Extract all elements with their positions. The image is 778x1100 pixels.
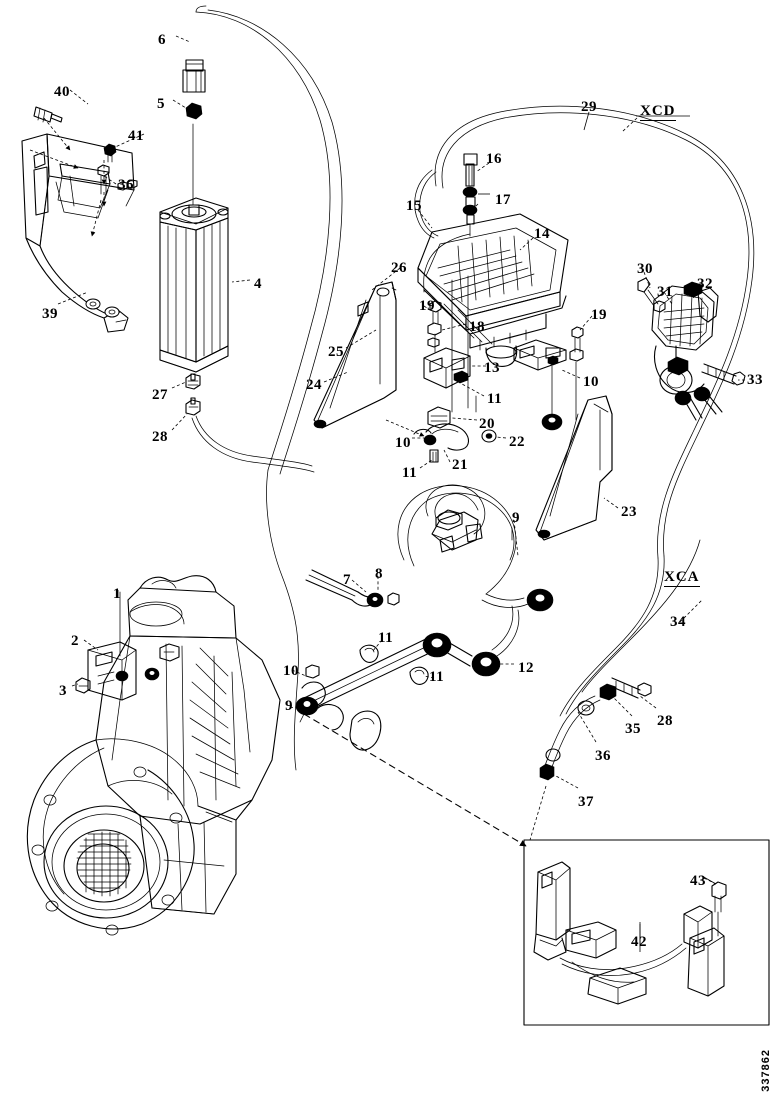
callout-43: 43 bbox=[690, 873, 706, 889]
callout-16: 16 bbox=[486, 151, 502, 167]
callout-11: 11 bbox=[487, 391, 503, 407]
callout-8: 8 bbox=[375, 566, 383, 582]
callout-20: 20 bbox=[479, 416, 495, 432]
callout-11: 11 bbox=[402, 465, 418, 481]
callout-40: 40 bbox=[54, 84, 70, 100]
callout-5: 5 bbox=[157, 96, 165, 112]
callout-13: 13 bbox=[484, 360, 500, 376]
callout-19: 19 bbox=[419, 298, 435, 314]
callout-28: 28 bbox=[657, 713, 673, 729]
reference-code-text: XCA bbox=[664, 569, 700, 587]
callout-10: 10 bbox=[395, 435, 411, 451]
callout-31: 31 bbox=[657, 284, 673, 300]
callout-19: 19 bbox=[591, 307, 607, 323]
callout-34: 34 bbox=[670, 614, 686, 630]
callout-7: 7 bbox=[343, 572, 351, 588]
callout-14: 14 bbox=[534, 226, 550, 242]
callout-12: 12 bbox=[518, 660, 534, 676]
callout-17: 17 bbox=[495, 192, 511, 208]
callout-26: 26 bbox=[391, 260, 407, 276]
callout-9: 9 bbox=[512, 510, 520, 526]
callout-4: 4 bbox=[254, 276, 262, 292]
callout-21: 21 bbox=[452, 457, 468, 473]
callout-23: 23 bbox=[621, 504, 637, 520]
reference-code-xca: XCA bbox=[664, 569, 700, 587]
callout-41: 41 bbox=[128, 128, 144, 144]
sheet-part-number: 337862 bbox=[760, 1049, 772, 1092]
callout-25: 25 bbox=[328, 344, 344, 360]
callout-9: 9 bbox=[285, 698, 293, 714]
callout-35: 35 bbox=[625, 721, 641, 737]
callout-36: 36 bbox=[595, 748, 611, 764]
callout-37: 37 bbox=[578, 794, 594, 810]
callout-11: 11 bbox=[378, 630, 394, 646]
callout-32: 32 bbox=[697, 276, 713, 292]
callout-36: 36 bbox=[118, 177, 134, 193]
callout-33: 33 bbox=[747, 372, 763, 388]
callout-2: 2 bbox=[71, 633, 79, 649]
callout-3: 3 bbox=[59, 683, 67, 699]
callout-28: 28 bbox=[152, 429, 168, 445]
callout-6: 6 bbox=[158, 32, 166, 48]
callout-24: 24 bbox=[306, 377, 322, 393]
reference-code-text: XCD bbox=[640, 103, 676, 121]
callout-27: 27 bbox=[152, 387, 168, 403]
callout-18: 18 bbox=[469, 319, 485, 335]
reference-code-xcd: XCD bbox=[640, 103, 676, 121]
callout-15: 15 bbox=[406, 198, 422, 214]
callout-1: 1 bbox=[113, 586, 121, 602]
callout-29: 29 bbox=[581, 99, 597, 115]
callout-39: 39 bbox=[42, 306, 58, 322]
callout-22: 22 bbox=[509, 434, 525, 450]
callout-10: 10 bbox=[283, 663, 299, 679]
callout-42: 42 bbox=[631, 934, 647, 950]
callout-30: 30 bbox=[637, 261, 653, 277]
callout-10: 10 bbox=[583, 374, 599, 390]
callout-11: 11 bbox=[429, 669, 445, 685]
